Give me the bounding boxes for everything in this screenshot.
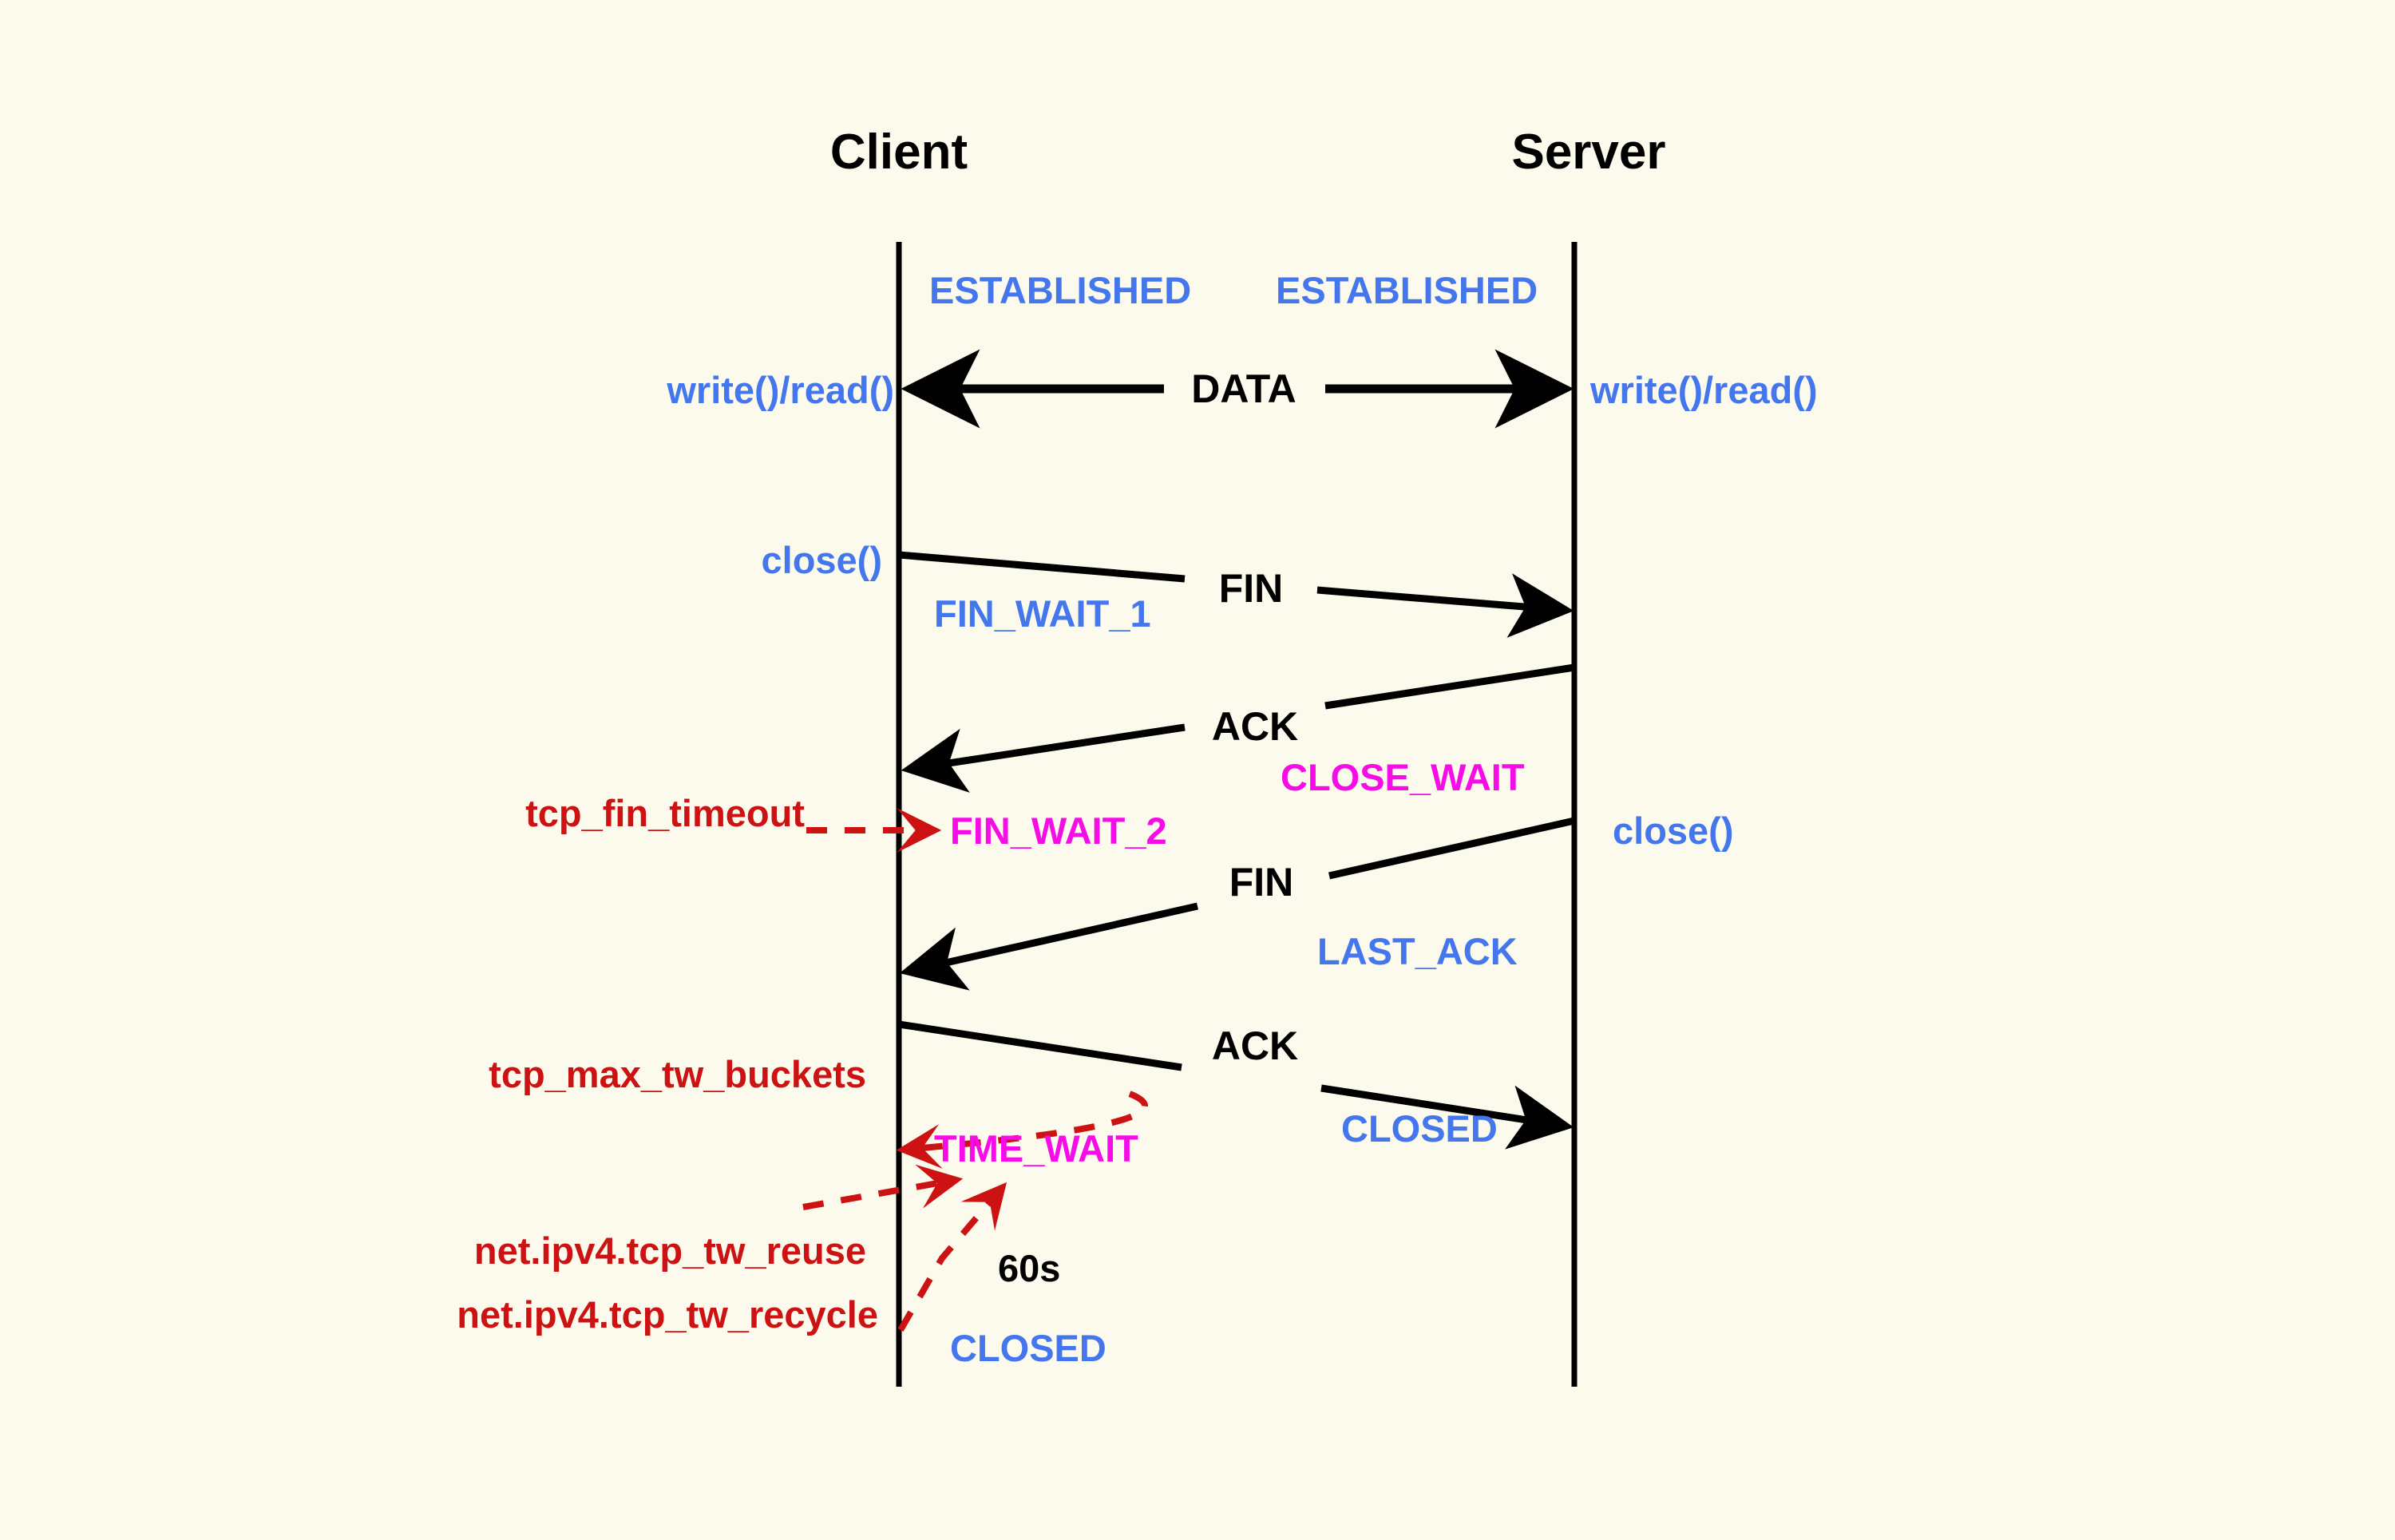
- message-arrow-fin-1-left: [898, 551, 1186, 583]
- state-client-established: ESTABLISHED: [929, 269, 1192, 311]
- api-label-client-write-read: write()/read(): [667, 369, 894, 411]
- api-label-server-write-read: write()/read(): [1590, 369, 1818, 411]
- state-close-wait: CLOSE_WAIT: [1281, 756, 1525, 798]
- actor-title-server: Server: [1511, 125, 1666, 180]
- message-arrow-fin-1-right: [1316, 573, 1574, 638]
- annotation-arrow-tw-recycle: [897, 1182, 1007, 1332]
- annotation-label-tcp-tw-reuse: net.ipv4.tcp_tw_reuse: [473, 1229, 866, 1272]
- state-time-wait: TIME_WAIT: [934, 1127, 1138, 1170]
- message-label-fin-2: FIN: [1229, 860, 1294, 905]
- annotation-label-tcp-tw-recycle: net.ipv4.tcp_tw_recycle: [457, 1293, 878, 1336]
- message-arrow-ack-2-right: [1320, 1084, 1574, 1150]
- message-arrow-fin-2-left: [899, 902, 1198, 991]
- message-arrow-ack-2-left: [898, 1020, 1182, 1071]
- annotation-label-tcp-max-tw-buckets: tcp_max_tw_buckets: [489, 1053, 866, 1095]
- annotation-arrow-max-tw-buckets: [896, 1091, 1148, 1169]
- api-label-server-close: close(): [1613, 810, 1734, 852]
- message-label-data: DATA: [1191, 366, 1296, 411]
- state-client-closed: CLOSED: [950, 1327, 1106, 1369]
- state-last-ack: LAST_ACK: [1317, 930, 1518, 972]
- message-arrow-ack-1-right: [1324, 663, 1575, 710]
- actor-title-client: Client: [829, 125, 968, 180]
- state-server-established: ESTABLISHED: [1276, 269, 1538, 311]
- state-fin-wait-2: FIN_WAIT_2: [950, 810, 1167, 852]
- message-label-ack-2: ACK: [1211, 1023, 1299, 1068]
- message-arrow-ack-1-left: [901, 723, 1186, 793]
- timer-label-60s: 60s: [998, 1247, 1061, 1289]
- message-arrow-fin-2-right: [1328, 817, 1575, 880]
- annotation-label-tcp-fin-timeout: tcp_fin_timeout: [525, 792, 805, 834]
- api-label-client-close: close(): [761, 539, 883, 581]
- annotation-arrow-tw-reuse: [802, 1164, 964, 1210]
- state-server-closed: CLOSED: [1341, 1107, 1498, 1150]
- state-fin-wait-1: FIN_WAIT_1: [934, 592, 1151, 635]
- message-label-ack-1: ACK: [1211, 704, 1299, 749]
- message-label-fin-1: FIN: [1218, 566, 1284, 611]
